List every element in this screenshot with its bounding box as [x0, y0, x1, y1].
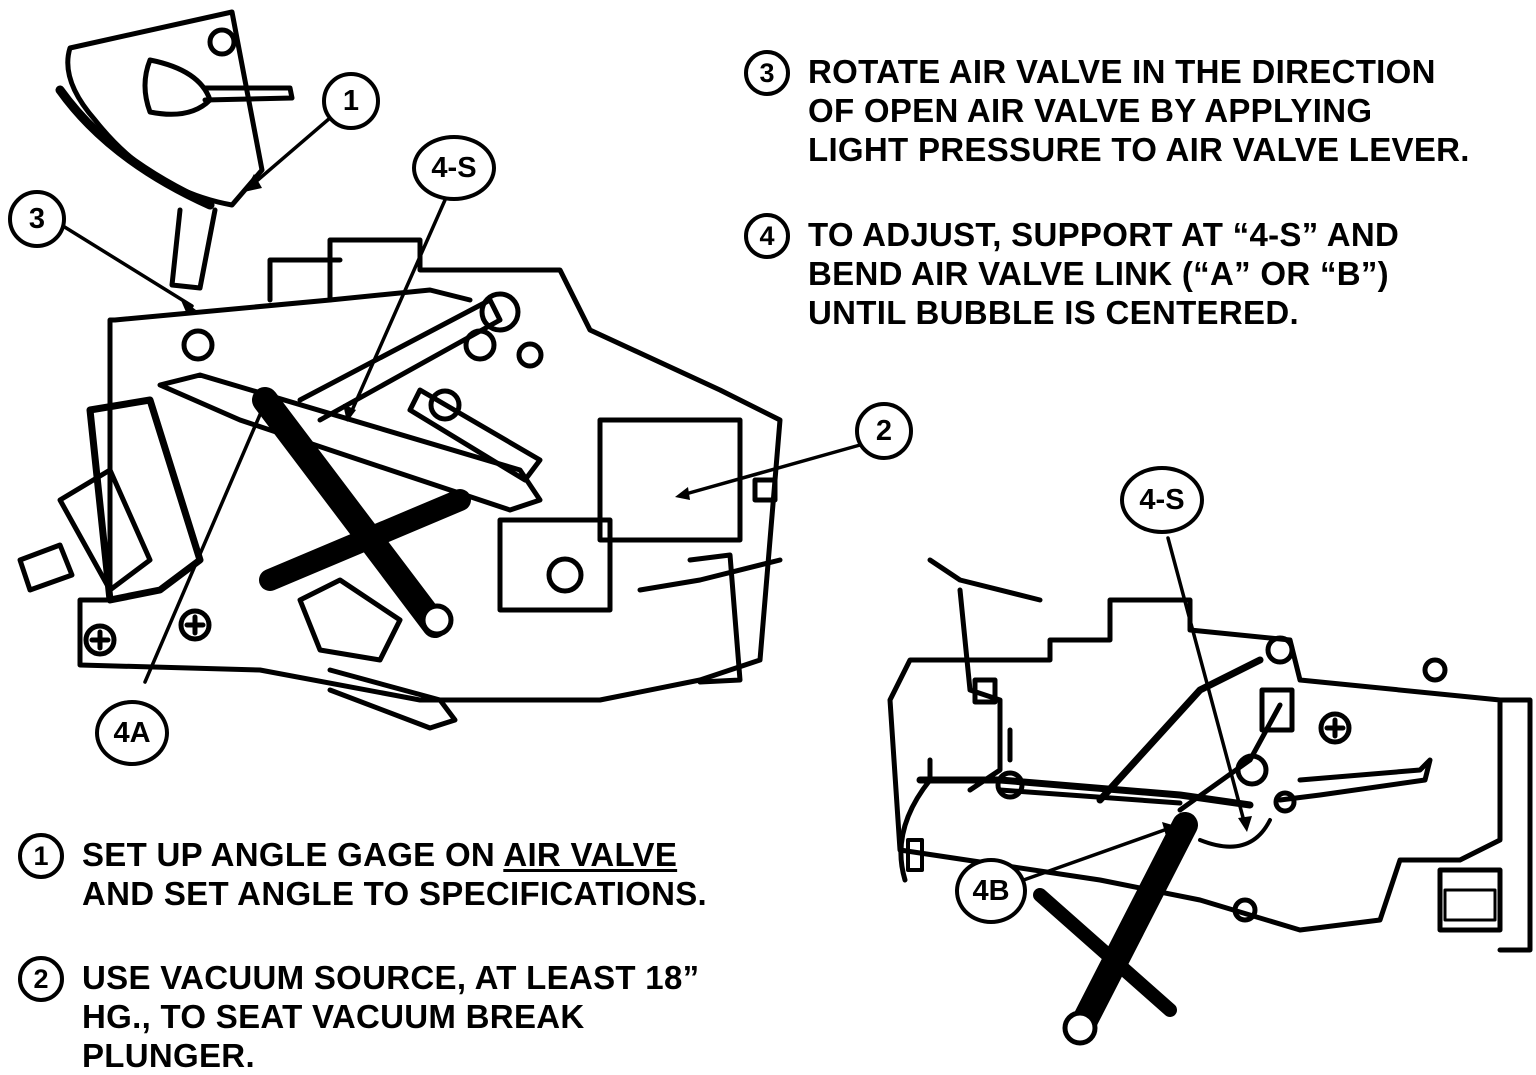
- step-2: 2 USE VACUUM SOURCE, AT LEAST 18” HG., T…: [18, 956, 700, 1075]
- gauge-rod-4a: [252, 387, 448, 638]
- angle-gage: [55, 9, 295, 291]
- callout-4s-bottom: 4-S: [1120, 466, 1204, 534]
- step-4-number: 4: [744, 213, 790, 259]
- leader-lines: [61, 116, 1247, 884]
- step-3-text: ROTATE AIR VALVE IN THE DIRECTION OF OPE…: [808, 53, 1470, 168]
- gauge-rod-4b: [1067, 812, 1198, 1043]
- air-valve-underlined: AIR VALVE: [503, 836, 678, 873]
- callout-4s-top: 4-S: [412, 135, 496, 201]
- step-4: 4 TO ADJUST, SUPPORT AT “4-S” AND BEND A…: [744, 213, 1400, 332]
- step-1-text: SET UP ANGLE GAGE ON AIR VALVE AND SET A…: [82, 836, 708, 912]
- step-3: 3 ROTATE AIR VALVE IN THE DIRECTION OF O…: [744, 50, 1470, 169]
- step-2-text: USE VACUUM SOURCE, AT LEAST 18” HG., TO …: [82, 959, 700, 1074]
- step-3-number: 3: [744, 50, 790, 96]
- step-2-number: 2: [18, 956, 64, 1002]
- callout-3: 3: [8, 190, 66, 248]
- callout-4a: 4A: [95, 700, 169, 766]
- carburetor-body-left: [17, 237, 783, 731]
- step-4-text: TO ADJUST, SUPPORT AT “4-S” AND BEND AIR…: [808, 216, 1400, 331]
- callout-2: 2: [855, 402, 913, 460]
- step-1: 1 SET UP ANGLE GAGE ON AIR VALVE AND SET…: [18, 833, 708, 913]
- arrowheads: [180, 174, 1252, 836]
- carburetor-body-right: [887, 557, 1533, 953]
- callout-4b: 4B: [955, 858, 1027, 924]
- callout-1: 1: [322, 72, 380, 130]
- step-1-number: 1: [18, 833, 64, 879]
